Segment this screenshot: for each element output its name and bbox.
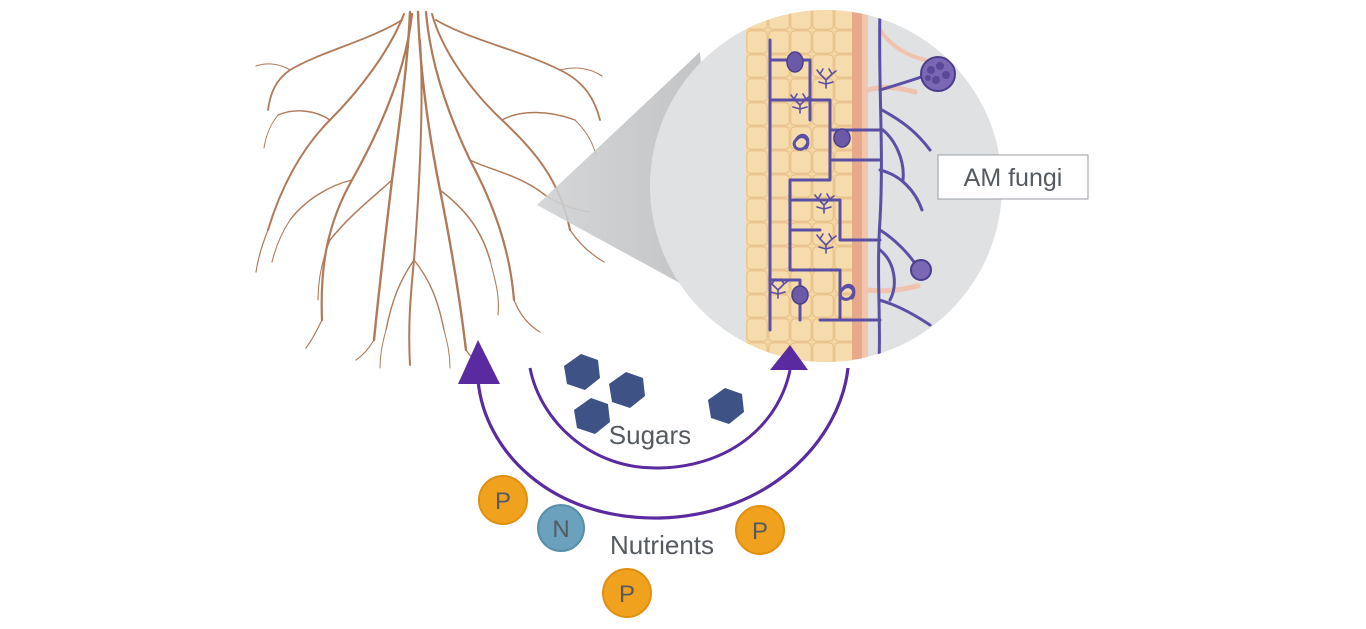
plant-root-system bbox=[255, 10, 605, 369]
nutrients-arrow bbox=[476, 367, 850, 520]
nutrient-token: P bbox=[735, 505, 785, 555]
sugar-hexagon-icon bbox=[708, 388, 744, 424]
vesicles bbox=[786, 51, 851, 305]
sugars-label: Sugars bbox=[609, 420, 691, 450]
sugar-molecules bbox=[564, 354, 744, 434]
magnified-root-section bbox=[650, 10, 1002, 362]
svg-text:P: P bbox=[752, 518, 768, 545]
sugar-hexagon-icon bbox=[609, 372, 645, 408]
spores bbox=[910, 56, 956, 281]
nutrient-token: P bbox=[602, 568, 652, 618]
nutrients-arrowhead bbox=[458, 340, 500, 384]
sugars-arrowhead bbox=[770, 345, 808, 370]
svg-text:P: P bbox=[619, 581, 635, 608]
svg-text:P: P bbox=[495, 488, 511, 515]
am-fungi-label: AM fungi bbox=[964, 164, 1063, 192]
am-fungi-label-box: AM fungi bbox=[937, 154, 1089, 200]
nutrient-token: N bbox=[537, 504, 585, 552]
sugar-hexagon-icon bbox=[564, 354, 600, 390]
sugar-hexagon-icon bbox=[574, 398, 610, 434]
nutrient-token: P bbox=[478, 475, 528, 525]
svg-text:N: N bbox=[552, 516, 569, 543]
arbuscules bbox=[768, 68, 837, 299]
sugars-arrow bbox=[528, 367, 792, 470]
nutrients-label: Nutrients bbox=[610, 530, 714, 560]
